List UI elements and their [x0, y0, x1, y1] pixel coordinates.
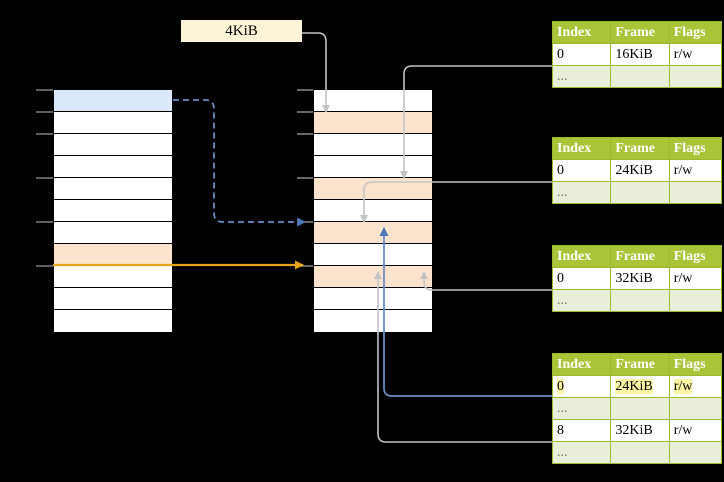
page-table-4-cell: 24KiB: [610, 375, 670, 398]
page-table-2-header-index: Index: [551, 137, 612, 160]
page-table-4-cell: [610, 441, 670, 464]
page-table-1-header-flags: Flags: [668, 21, 723, 44]
label-4kib: 4KiB: [181, 20, 302, 42]
page-table-1-cell: [668, 65, 723, 88]
virtual-address-space-column-cell-2: [54, 112, 172, 134]
page-table-3-cell: r/w: [668, 267, 723, 290]
virtual-address-space-column-cell-1: [54, 90, 172, 112]
page-table-2-header-flags: Flags: [668, 137, 723, 160]
page-table-4-cell: 0: [551, 375, 612, 398]
virtual-address-space-column-cell-3: [54, 134, 172, 156]
physical-memory-column-cell-3: [314, 134, 432, 156]
physical-memory-column-cell-11: [314, 310, 432, 332]
page-table-2-cell: r/w: [668, 159, 723, 182]
virtual-address-space-column-cell-7: [54, 222, 172, 244]
connector-table3-to-physical-9: [420, 271, 552, 291]
page-table-2-cell: 0: [551, 159, 612, 182]
page-table-1-cell: ...: [551, 65, 612, 88]
page-table-4-cell-highlight: r/w: [673, 378, 693, 394]
page-table-1-header-index: Index: [551, 21, 612, 44]
page-table-2-header-frame: Frame: [610, 137, 670, 160]
page-table-3-cell: [610, 289, 670, 312]
page-table-4-cell: 8: [551, 419, 612, 442]
page-table-4-header-flags: Flags: [668, 353, 723, 376]
virtual-address-space-column-cell-5: [54, 178, 172, 200]
physical-memory-column-cell-4: [314, 156, 432, 178]
page-table-3-cell: 32KiB: [610, 267, 670, 290]
page-table-1-cell: 16KiB: [610, 43, 670, 66]
physical-memory-column-cell-7: [314, 222, 432, 244]
virtual-address-space-column-cell-10: [54, 288, 172, 310]
page-table-4-row: ...: [551, 397, 723, 420]
page-table-4-cell-highlight: 0: [557, 378, 564, 394]
page-table-4-header-index: Index: [551, 353, 612, 376]
virtual-address-space-column-cell-4: [54, 156, 172, 178]
virtual-address-space-column-cell-6: [54, 200, 172, 222]
page-table-3-cell: ...: [551, 289, 612, 312]
page-table-4-row: 0 24KiB r/w: [551, 375, 723, 398]
physical-column-ticks: [297, 89, 313, 267]
page-table-1-cell: r/w: [668, 43, 723, 66]
virtual-column-ticks: [36, 89, 53, 267]
page-table-4-cell: [668, 397, 723, 420]
page-table-3-row: ...: [551, 289, 723, 312]
physical-memory-column-cell-10: [314, 288, 432, 310]
page-table-4-cell: ...: [551, 441, 612, 464]
page-table-4-cell: [668, 441, 723, 464]
physical-memory-column: [313, 89, 433, 332]
page-table-4-cell: r/w: [668, 375, 723, 398]
physical-memory-column-cell-6: [314, 200, 432, 222]
physical-memory-column-cell-2: [314, 112, 432, 134]
page-table-4-cell: [610, 397, 670, 420]
page-table-2-cell: ...: [551, 181, 612, 204]
page-table-1-cell: 0: [551, 43, 612, 66]
page-table-1-header-frame: Frame: [610, 21, 670, 44]
physical-memory-column-cell-8: [314, 244, 432, 266]
page-table-4-cell: ...: [551, 397, 612, 420]
virtual-address-space-column-cell-9: [54, 266, 172, 288]
virtual-address-space-column-cell-8: [54, 244, 172, 266]
page-table-2-cell: [668, 181, 723, 204]
page-table-4-header-frame: Frame: [610, 353, 670, 376]
page-table-4-cell: r/w: [668, 419, 723, 442]
physical-memory-column-cell-1: [314, 90, 432, 112]
page-table-2-cell: 24KiB: [610, 159, 670, 182]
page-table-4-cell-highlight: 24KiB: [615, 378, 653, 394]
page-table-3-header-flags: Flags: [668, 245, 723, 268]
page-table-2-row: ...: [551, 181, 723, 204]
page-table-3-header-frame: Frame: [610, 245, 670, 268]
page-table-4-cell: 32KiB: [610, 419, 670, 442]
page-table-1-row: ...: [551, 65, 723, 88]
page-table-4-row: ...: [551, 441, 723, 464]
physical-memory-column-cell-5: [314, 178, 432, 200]
page-table-3-cell: [668, 289, 723, 312]
virtual-address-space-column-cell-11: [54, 310, 172, 332]
page-table-3-cell: 0: [551, 267, 612, 290]
page-table-2-cell: [610, 181, 670, 204]
connector-virtual-blue-dashed: [173, 99, 306, 227]
virtual-address-space-column: [53, 89, 173, 332]
page-table-3-header-index: Index: [551, 245, 612, 268]
physical-memory-column-cell-9: [314, 266, 432, 288]
page-table-1-cell: [610, 65, 670, 88]
